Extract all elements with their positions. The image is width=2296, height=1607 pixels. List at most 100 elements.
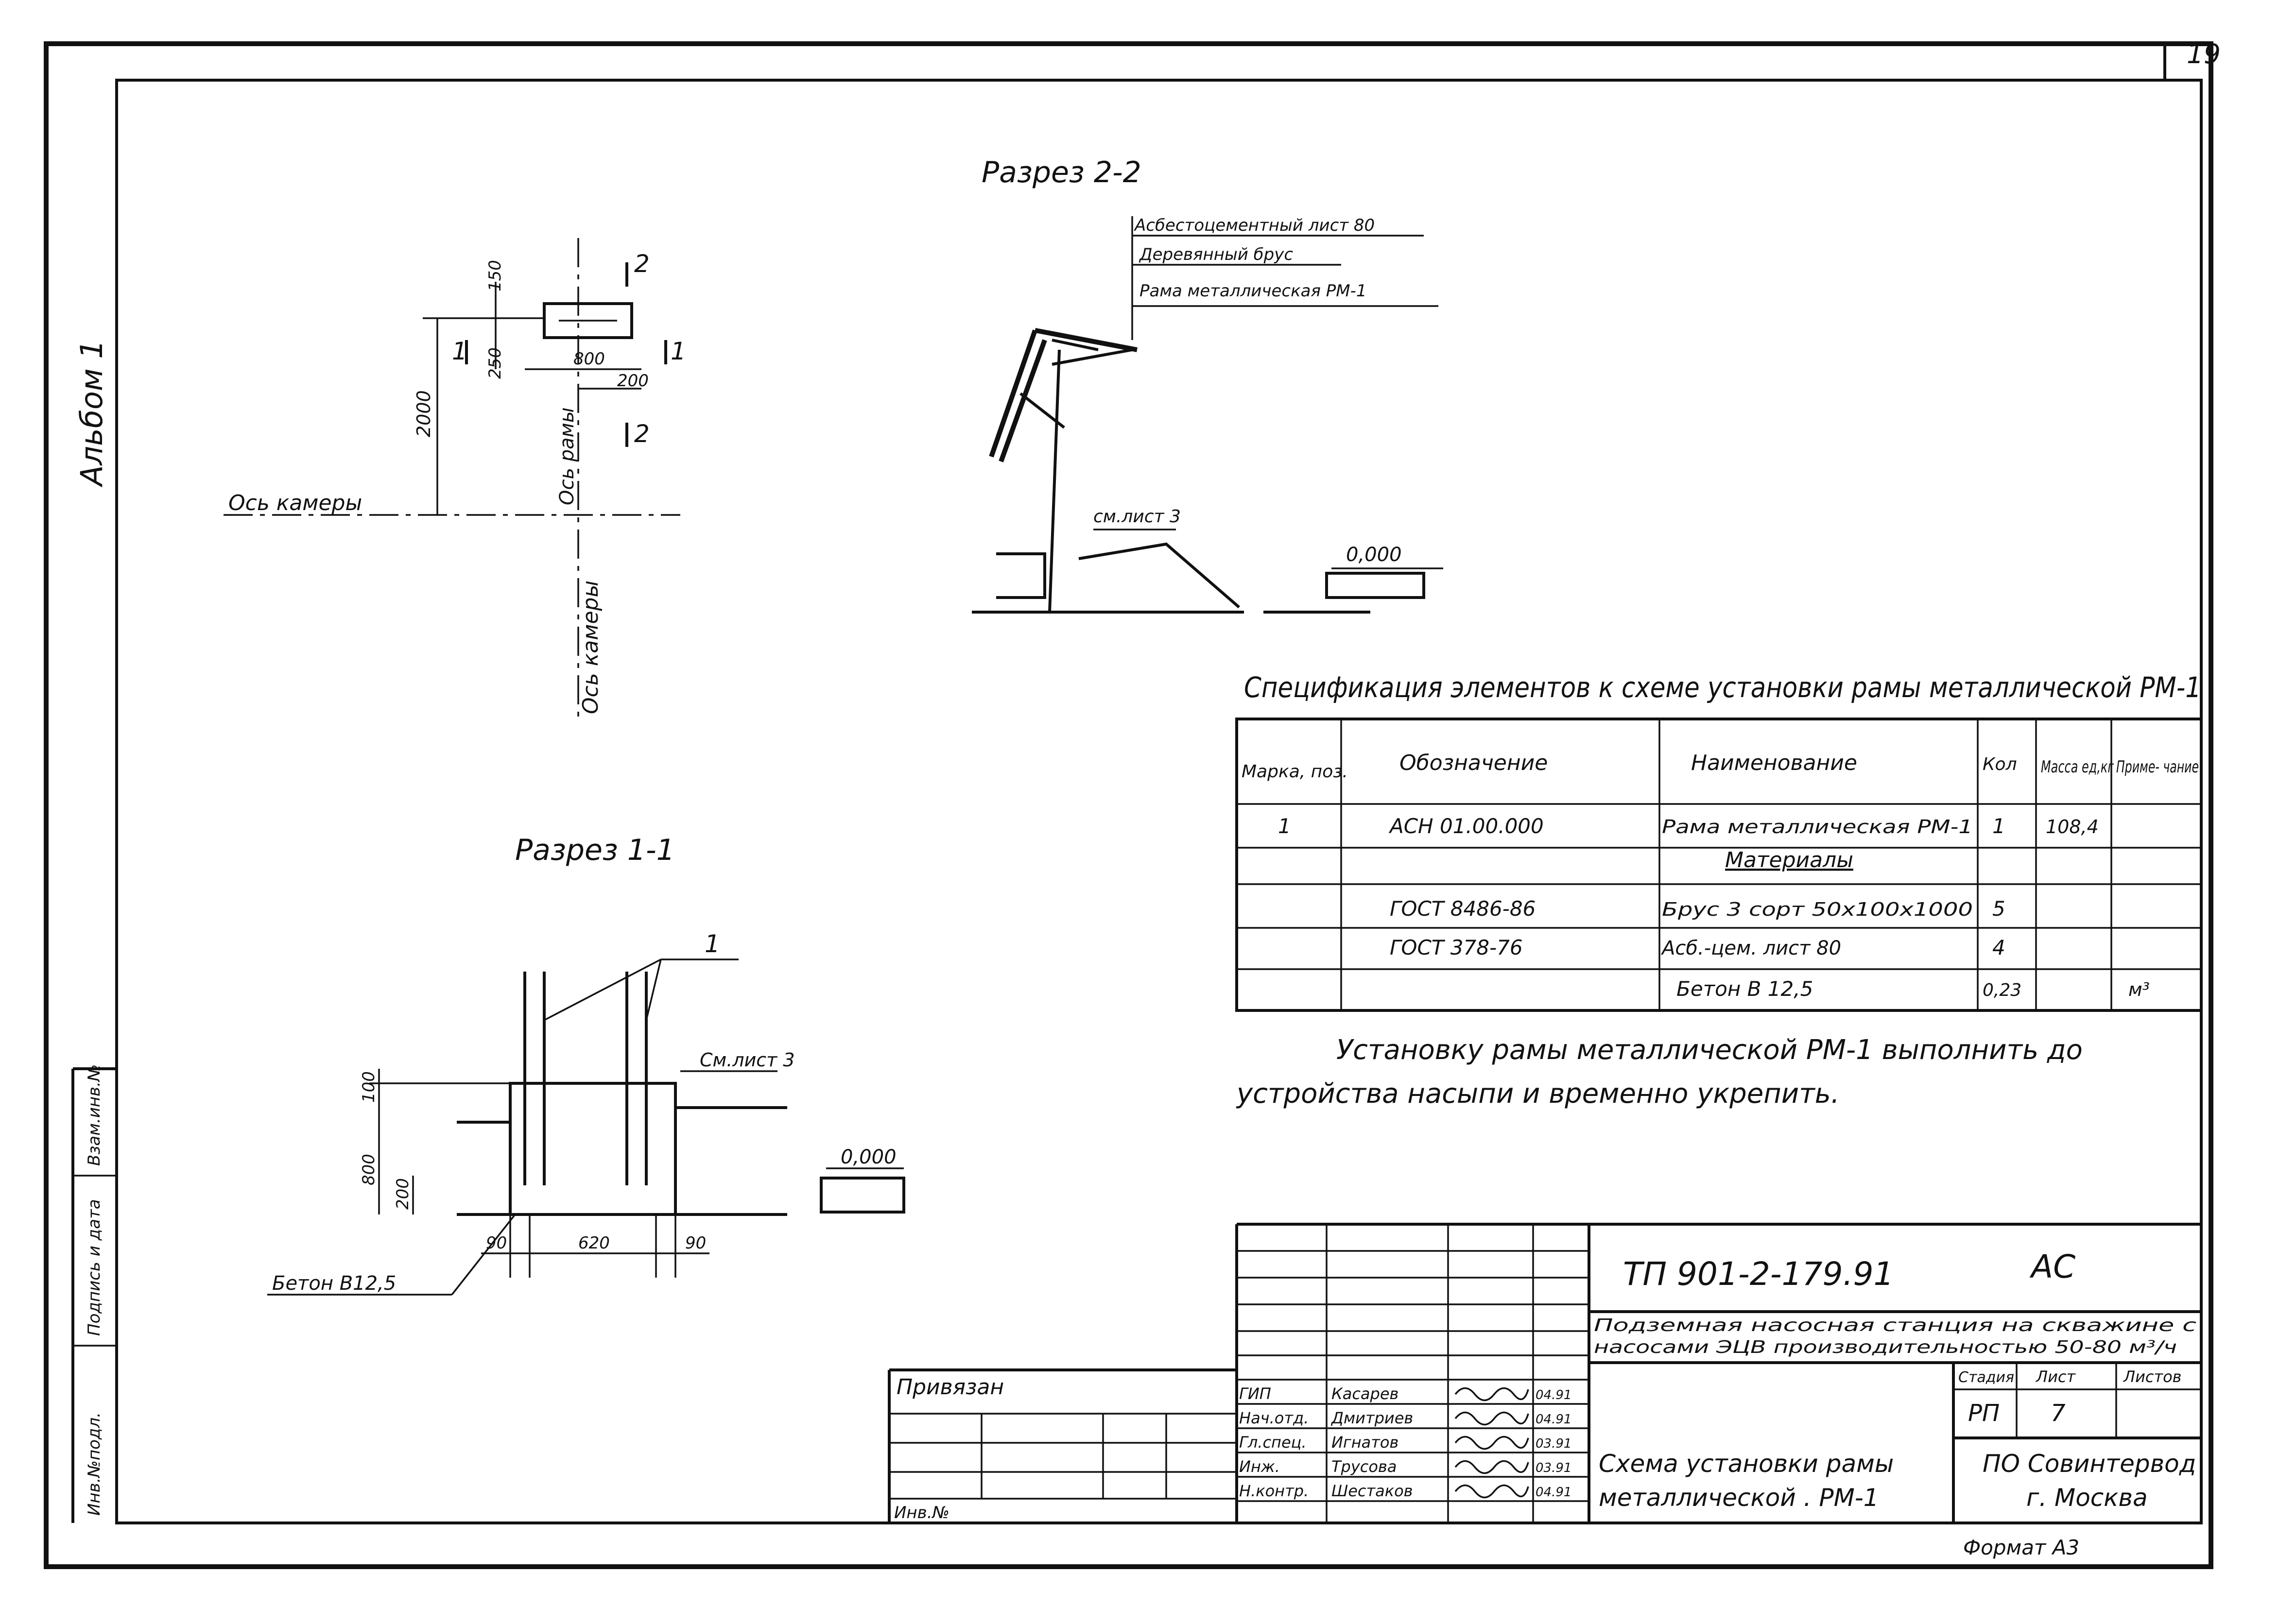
note-line-2: устройства насыпи и временно укрепить. bbox=[1236, 1078, 1840, 1110]
dim-2000: 2000 bbox=[413, 390, 434, 437]
plan-scheme: 1 1 2 2 150 250 800 200 2000 Ось рамы Ос… bbox=[224, 238, 686, 719]
date-2: 03.91 bbox=[1536, 1436, 1571, 1451]
person-2: Игнатов bbox=[1331, 1433, 1398, 1452]
album-label: Альбом 1 bbox=[74, 340, 109, 488]
spec-header-mass: Масса ед,кг bbox=[2041, 757, 2114, 777]
cut-mark-2b: 2 bbox=[634, 420, 650, 448]
cut-mark-1b: 1 bbox=[671, 337, 686, 365]
person-1: Дмитриев bbox=[1330, 1409, 1413, 1427]
signature-3 bbox=[1454, 1460, 1529, 1474]
person-3: Трусова bbox=[1331, 1457, 1397, 1476]
level-1-1: 0,000 bbox=[841, 1146, 897, 1168]
stage-value: РП bbox=[1968, 1400, 2000, 1427]
dim-90-left: 90 bbox=[486, 1233, 507, 1253]
concrete-label: Бетон В12,5 bbox=[272, 1272, 396, 1295]
role-4: Н.контр. bbox=[1239, 1482, 1309, 1500]
drawing-title-2: металлической . РМ-1 bbox=[1599, 1484, 1879, 1512]
doc-mark: АС bbox=[2029, 1248, 2075, 1285]
project-line-1: Подземная насосная станция на скважине с bbox=[1594, 1316, 2196, 1335]
specification: Спецификация элементов к схеме установки… bbox=[1235, 671, 2203, 1012]
section-1-1: Разрез 1-1 1 См.лист 3 0,000 100 800 200… bbox=[267, 833, 905, 1296]
spec-r1-mass: 108,4 bbox=[2046, 816, 2099, 838]
chamber-axis-label-h: Ось камеры bbox=[228, 491, 362, 515]
date-0: 04.91 bbox=[1536, 1388, 1571, 1402]
stamp-signature: Подпись и дата bbox=[85, 1199, 104, 1336]
section-2-2-title: Разрез 2-2 bbox=[982, 155, 1141, 189]
leader-frame: Рама металлическая РМ-1 bbox=[1139, 281, 1366, 301]
org-name: ПО Совинтервод bbox=[1983, 1450, 2196, 1478]
dim-620: 620 bbox=[578, 1233, 610, 1253]
role-1: Нач.отд. bbox=[1239, 1409, 1309, 1427]
dim-200-b: 200 bbox=[393, 1178, 413, 1210]
sheets-header: Листов bbox=[2123, 1368, 2182, 1386]
signature-1 bbox=[1454, 1411, 1529, 1426]
dim-800: 800 bbox=[573, 349, 605, 369]
spec-r1-designation: АСН 01.00.000 bbox=[1388, 814, 1544, 838]
title-block: ТП 901-2-179.91 АС Подземная насосная ст… bbox=[888, 1223, 2201, 1523]
section-1-1-title: Разрез 1-1 bbox=[515, 833, 675, 867]
drawing-title-1: Схема установки рамы bbox=[1599, 1450, 1894, 1478]
spec-r2-name: Материалы bbox=[1725, 848, 1853, 872]
spec-header-designation: Обозначение bbox=[1399, 751, 1548, 775]
spec-r5-name: Бетон В 12,5 bbox=[1676, 977, 1813, 1001]
bound-label: Привязан bbox=[897, 1375, 1004, 1400]
role-0: ГИП bbox=[1239, 1385, 1271, 1403]
org-city: г. Москва bbox=[2026, 1484, 2148, 1512]
dim-250: 250 bbox=[485, 347, 505, 379]
spec-header-qty: Кол bbox=[1983, 754, 2017, 774]
sheet-number: 19 bbox=[2187, 38, 2221, 69]
cut-mark-1a: 1 bbox=[452, 337, 467, 365]
see-sheet-3-b: См.лист 3 bbox=[700, 1049, 795, 1071]
dim-90-right: 90 bbox=[685, 1233, 706, 1253]
inv-label: Инв.№ bbox=[894, 1503, 949, 1522]
project-line-2: насосами ЭЦВ производительностью 50-80 м… bbox=[1594, 1337, 2177, 1357]
stamp-replace: Взам.инв.№ bbox=[85, 1064, 104, 1166]
spec-header-note: Приме- чание bbox=[2116, 757, 2199, 777]
cut-mark-2a: 2 bbox=[634, 250, 650, 278]
stage-header: Стадия bbox=[1958, 1369, 2014, 1386]
format-label: Формат А3 bbox=[1963, 1536, 2079, 1559]
date-3: 03.91 bbox=[1536, 1461, 1571, 1475]
dim-100: 100 bbox=[359, 1071, 379, 1103]
leader-asbestos: Асбестоцементный лист 80 bbox=[1134, 216, 1375, 235]
spec-r5-qty: 0,23 bbox=[1983, 980, 2021, 1000]
role-2: Гл.спец. bbox=[1239, 1433, 1307, 1452]
person-4: Шестаков bbox=[1331, 1482, 1413, 1500]
dim-200: 200 bbox=[617, 371, 649, 391]
signature-2 bbox=[1454, 1436, 1529, 1450]
spec-title: Спецификация элементов к схеме установки… bbox=[1244, 671, 2201, 704]
doc-code: ТП 901-2-179.91 bbox=[1623, 1255, 1894, 1293]
person-0: Касарев bbox=[1331, 1385, 1398, 1403]
note-line-1: Установку рамы металлической РМ-1 выполн… bbox=[1336, 1034, 2083, 1066]
signature-0 bbox=[1454, 1387, 1529, 1402]
level-2-2: 0,000 bbox=[1346, 544, 1402, 566]
sheet-header: Лист bbox=[2036, 1368, 2076, 1386]
spec-r3-qty: 5 bbox=[1992, 897, 2005, 921]
dim-150: 150 bbox=[485, 260, 505, 291]
dim-800-b: 800 bbox=[359, 1154, 379, 1185]
spec-r1-name: Рама металлическая РМ-1 bbox=[1662, 816, 1973, 838]
sheet-value: 7 bbox=[2051, 1400, 2066, 1427]
spec-r5-note: м³ bbox=[2128, 979, 2150, 1000]
date-4: 04.91 bbox=[1536, 1485, 1571, 1500]
date-1: 04.91 bbox=[1536, 1412, 1571, 1427]
see-sheet-3: см.лист 3 bbox=[1093, 507, 1181, 527]
position-mark-1: 1 bbox=[705, 930, 720, 958]
chamber-axis-label-v: Ось камеры bbox=[578, 581, 603, 714]
leader-timber: Деревянный брус bbox=[1139, 245, 1293, 264]
spec-r4-designation: ГОСТ 378-76 bbox=[1390, 936, 1523, 959]
signature-4 bbox=[1454, 1484, 1529, 1499]
spec-r1-qty: 1 bbox=[1992, 814, 2005, 838]
spec-r1-mark: 1 bbox=[1278, 814, 1291, 838]
spec-r4-qty: 4 bbox=[1992, 936, 2005, 959]
frame-axis-label: Ось рамы bbox=[556, 408, 578, 505]
stamp-inv: Инв.№подл. bbox=[85, 1412, 104, 1516]
outer-frame bbox=[44, 41, 2213, 1569]
spec-r3-name: Брус 3 сорт 50х100х1000 bbox=[1662, 899, 1973, 920]
role-3: Инж. bbox=[1239, 1457, 1280, 1476]
section-2-2: Разрез 2-2 Асбестоцементный лист 80 Дере… bbox=[972, 155, 1443, 614]
spec-header-name: Наименование bbox=[1691, 751, 1857, 775]
spec-header-mark: Марка, поз. bbox=[1242, 762, 1348, 782]
spec-r3-designation: ГОСТ 8486-86 bbox=[1390, 897, 1536, 921]
